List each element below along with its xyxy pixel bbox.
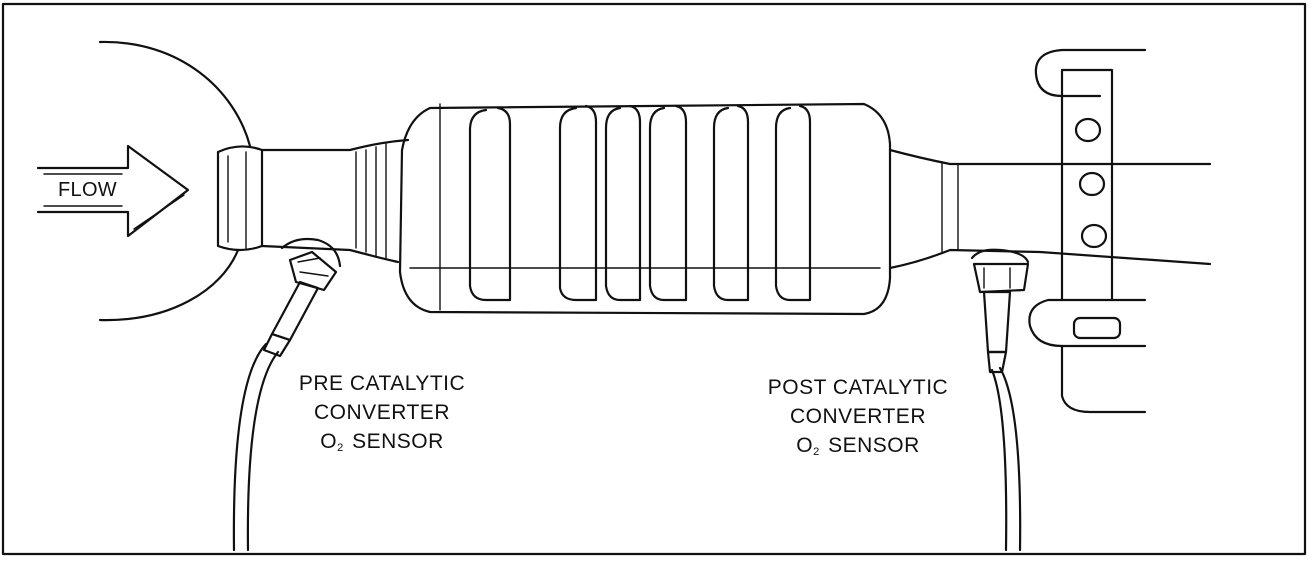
pre-sensor-line3: O2 SENSOR: [262, 427, 502, 463]
post-sensor-word: SENSOR: [828, 434, 920, 457]
post-o2-o: O: [796, 434, 814, 457]
exhaust-manifold: [98, 40, 252, 322]
post-o2-subscript: 2: [813, 446, 820, 458]
catalytic-converter: [398, 102, 892, 316]
post-sensor-line1: POST CATALYTIC: [767, 376, 949, 399]
outlet-pipe: [888, 148, 1212, 270]
pre-sensor-wire: [232, 342, 280, 552]
frame-crossmember: [1028, 48, 1147, 414]
flow-label: FLOW: [58, 179, 117, 201]
post-sensor-label: POST CATALYTIC CONVERTER O2 SENSOR: [728, 373, 988, 467]
pre-o2-subscript: 2: [337, 442, 344, 454]
post-sensor-line3: O2 SENSOR: [728, 431, 988, 467]
post-sensor-line2: CONVERTER: [790, 405, 926, 428]
pre-o2-sensor: [232, 237, 342, 552]
pre-o2-o: O: [320, 430, 338, 453]
flow-arrow: [36, 144, 190, 238]
pre-sensor-label: PRE CATALYTIC CONVERTER O2 SENSOR: [262, 369, 502, 463]
pre-sensor-line1: PRE CATALYTIC: [298, 372, 466, 395]
post-sensor-wire: [990, 366, 1022, 552]
inlet-flange: [216, 145, 264, 252]
post-o2-sensor: [970, 248, 1030, 552]
pre-sensor-word: SENSOR: [352, 430, 444, 453]
pre-sensor-line2: CONVERTER: [314, 401, 450, 424]
inlet-pipe: [260, 138, 410, 264]
